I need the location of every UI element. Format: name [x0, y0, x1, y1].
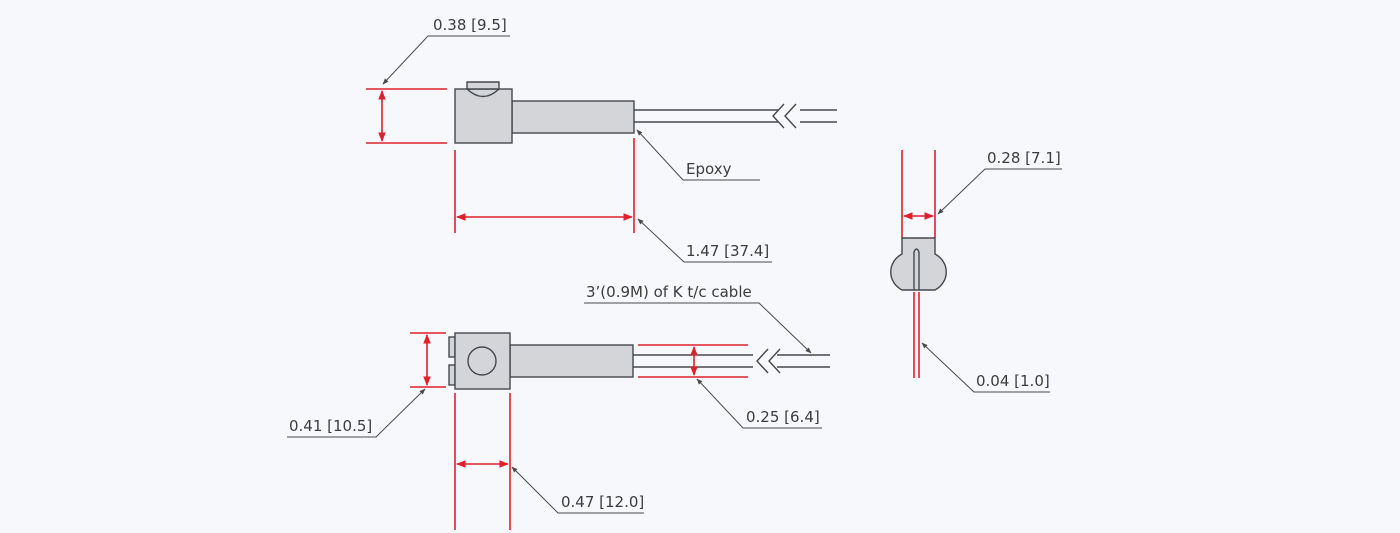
top-block	[454, 88, 513, 144]
label-cable: 3’(0.9M) of K t/c cable	[586, 283, 752, 301]
leader-slot-width	[921, 342, 1050, 393]
top-block-cap	[466, 81, 500, 90]
label-block-width: 0.47 [12.0]	[561, 493, 644, 511]
top-block-cap-arc	[466, 88, 500, 98]
label-end-width: 0.28 [7.1]	[987, 149, 1061, 167]
leader-epoxy	[636, 129, 760, 181]
leader-overall-length	[637, 218, 772, 263]
leader-tip-height	[382, 35, 510, 85]
label-epoxy: Epoxy	[686, 160, 732, 178]
label-block-height: 0.41 [10.5]	[289, 417, 372, 435]
bottom-block-tab-lower	[448, 364, 456, 386]
leader-cable-diameter	[696, 378, 822, 429]
label-cable-diameter: 0.25 [6.4]	[746, 408, 820, 426]
leader-cable	[584, 302, 812, 354]
bottom-block-hole	[467, 346, 497, 376]
leader-end-width	[937, 168, 1062, 215]
bottom-epoxy-sleeve	[509, 344, 634, 378]
callouts: 0.38 [9.5] Epoxy 1.47 [37.4] 0.28 [7.1] …	[287, 16, 1062, 514]
label-overall-length: 1.47 [37.4]	[686, 242, 769, 260]
top-epoxy-sleeve	[511, 100, 635, 134]
top-view	[366, 81, 837, 233]
end-view-slot-top	[913, 248, 920, 253]
top-cable-break-gap	[778, 104, 800, 128]
bottom-block-tab-upper	[448, 336, 456, 358]
bottom-view	[410, 332, 830, 530]
end-view	[890, 150, 947, 378]
label-tip-height: 0.38 [9.5]	[433, 16, 507, 34]
bottom-block	[454, 332, 511, 390]
bottom-cable-break-mark	[756, 348, 781, 374]
top-cable-break-mark	[772, 103, 797, 129]
leader-block-width	[511, 466, 644, 514]
leader-block-height	[287, 388, 426, 438]
label-slot-width: 0.04 [1.0]	[976, 372, 1050, 390]
